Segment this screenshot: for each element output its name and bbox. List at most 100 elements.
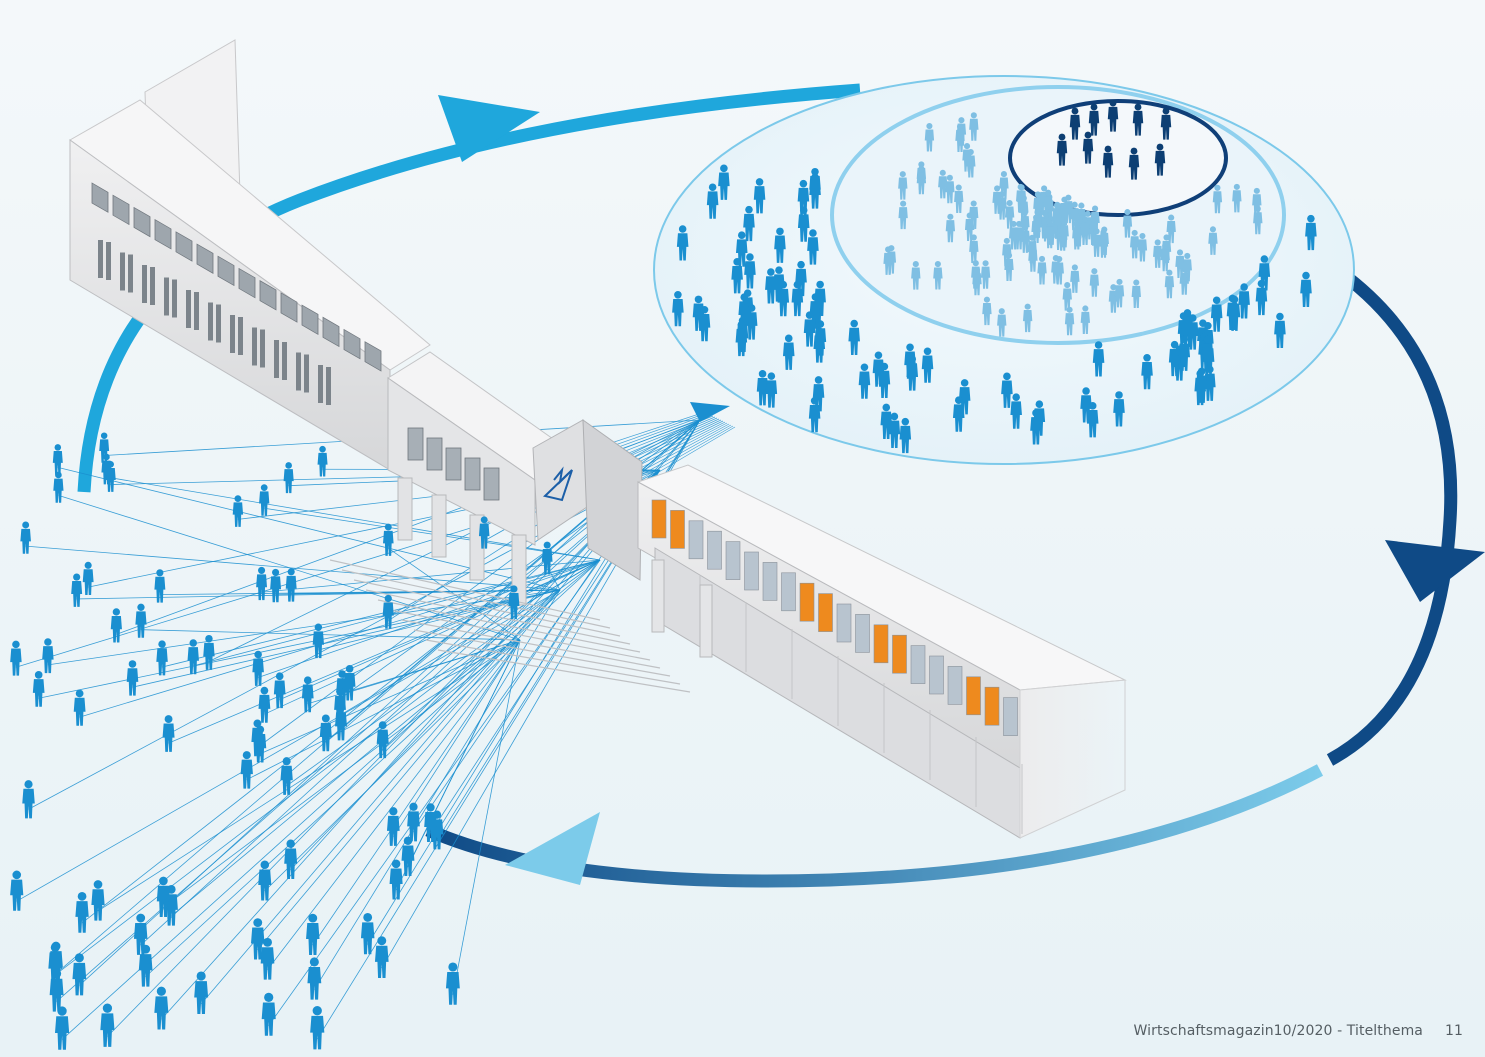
person-icon <box>407 802 420 842</box>
person-icon <box>765 268 777 304</box>
upper-window-row <box>91 182 382 405</box>
person-icon <box>154 986 169 1030</box>
person-icon <box>343 664 356 701</box>
person-icon <box>335 703 347 741</box>
person-icon <box>782 334 795 370</box>
person-icon <box>952 396 965 432</box>
person-icon <box>99 432 110 463</box>
person-icon <box>1255 279 1268 316</box>
person-icon <box>1062 282 1072 311</box>
person-icon <box>1082 131 1094 164</box>
person-icon <box>1141 353 1153 390</box>
cycle-arc-right <box>1326 266 1458 766</box>
person-icon <box>777 280 790 317</box>
person-icon <box>258 860 272 901</box>
person-icon <box>954 184 964 214</box>
person-icon <box>1072 220 1082 250</box>
person-icon <box>933 260 943 290</box>
person-icon <box>1015 183 1026 213</box>
person-icon <box>1020 209 1030 239</box>
person-icon <box>880 403 893 439</box>
person-icon <box>1045 219 1055 249</box>
person-icon <box>100 1003 115 1047</box>
person-icon <box>1274 312 1286 349</box>
person-icon <box>270 568 282 603</box>
inner-pool-people <box>883 112 1263 337</box>
person-icon <box>284 839 298 880</box>
person-icon <box>1054 255 1064 285</box>
person-icon <box>1088 103 1100 136</box>
person-icon <box>676 225 689 261</box>
person-icon <box>20 521 31 554</box>
person-icon <box>250 918 265 960</box>
person-icon <box>285 568 297 602</box>
person-icon <box>992 185 1002 214</box>
person-icon <box>1201 335 1214 371</box>
window-band <box>651 499 1018 736</box>
person-icon <box>753 178 766 214</box>
pillar <box>651 559 665 633</box>
person-icon <box>54 1006 70 1050</box>
person-icon <box>916 165 927 195</box>
person-icon <box>478 516 490 549</box>
person-icon <box>1107 99 1119 132</box>
person-icon <box>809 167 821 204</box>
arrowhead-icon <box>505 812 600 885</box>
person-icon <box>1086 402 1099 438</box>
person-icon <box>1300 271 1312 308</box>
person-icon <box>22 780 35 819</box>
person-icon <box>1069 107 1081 140</box>
person-icon <box>1226 294 1239 330</box>
person-icon <box>938 169 948 199</box>
person-icon <box>731 258 743 294</box>
person-icon <box>232 495 244 527</box>
person-icon <box>259 484 270 516</box>
person-icon <box>756 370 769 406</box>
person-icon <box>945 174 955 204</box>
person-icon <box>962 143 972 172</box>
talent-pool <box>653 75 1355 465</box>
cycle-arc-top <box>77 83 861 493</box>
person-icon <box>797 206 810 242</box>
person-icon <box>955 123 965 152</box>
core-pool-disk <box>1008 99 1228 217</box>
person-icon <box>319 714 332 752</box>
person-icon <box>1178 335 1191 371</box>
person-icon <box>317 445 328 477</box>
person-icon <box>301 676 314 713</box>
person-icon <box>718 164 730 200</box>
person-icon <box>162 715 175 752</box>
person-icon <box>154 569 166 603</box>
person-icon <box>283 462 294 494</box>
person-icon <box>252 650 264 686</box>
person-icon <box>1175 249 1185 278</box>
person-icon <box>126 660 139 696</box>
person-icon <box>1232 183 1242 213</box>
pillar <box>699 584 713 658</box>
person-icon <box>1208 226 1218 255</box>
pillar <box>397 477 413 541</box>
person-icon <box>72 953 87 996</box>
person-icon <box>706 183 719 219</box>
person-icon <box>982 296 992 326</box>
person-icon <box>1080 216 1090 245</box>
person-icon <box>138 944 153 987</box>
person-icon <box>969 112 979 141</box>
person-icon <box>672 291 684 327</box>
person-icon <box>82 561 94 595</box>
person-icon <box>10 870 24 911</box>
person-icon <box>261 992 276 1036</box>
person-icon <box>921 347 934 383</box>
person-icon <box>52 444 63 475</box>
person-icon <box>858 363 871 399</box>
person-icon <box>1114 278 1125 308</box>
person-icon <box>743 205 755 242</box>
person-icon <box>280 757 293 795</box>
person-icon <box>53 471 64 503</box>
person-icon <box>1099 226 1109 256</box>
person-icon <box>773 266 785 302</box>
person-icon <box>1160 242 1170 272</box>
building-lower-wing-end <box>1019 679 1126 839</box>
person-icon <box>1022 303 1033 333</box>
person-icon <box>312 623 325 659</box>
